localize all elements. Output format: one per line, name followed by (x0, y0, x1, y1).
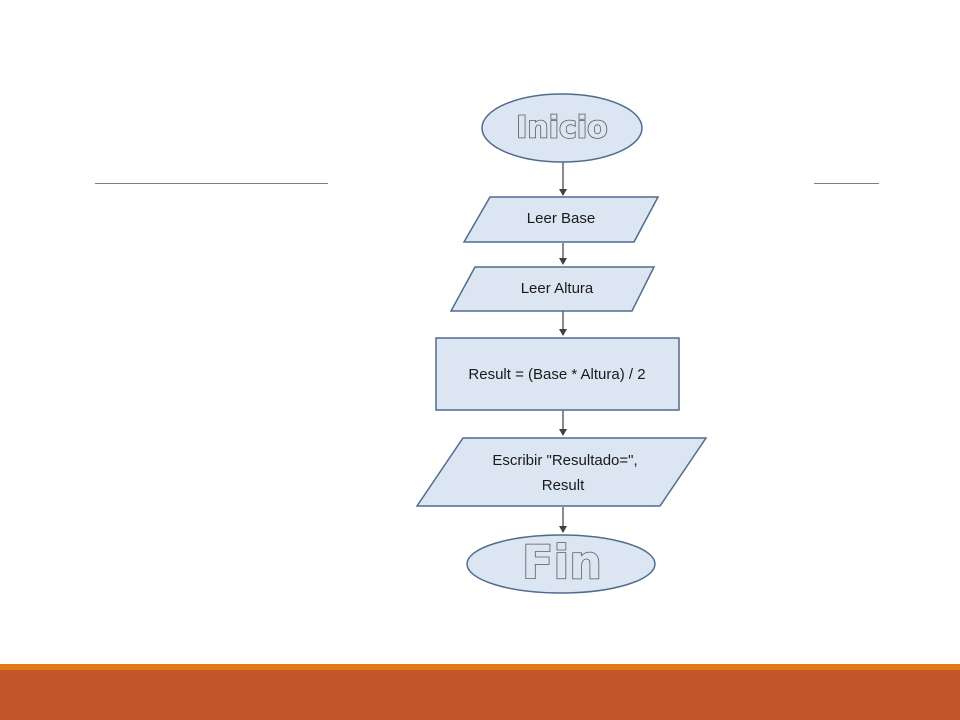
footer-accent-stripe (0, 664, 960, 670)
output-label-line1: Escribir "Resultado=", (492, 452, 637, 469)
process-node: Result = (Base * Altura) / 2 (435, 337, 680, 411)
output-node: Escribir "Resultado=", Result (415, 437, 708, 507)
process-rectangle (435, 337, 680, 411)
read-base-label: Leer Base (527, 210, 595, 227)
end-node: Fin (466, 534, 656, 594)
end-label: Fin (522, 536, 602, 590)
start-label: Inicio (516, 111, 607, 146)
read-height-parallelogram (449, 266, 656, 312)
title-underline-left (95, 183, 328, 184)
end-ellipse (466, 534, 656, 594)
read-height-node: Leer Altura (449, 266, 656, 312)
process-label: Result = (Base * Altura) / 2 (468, 366, 645, 383)
output-label-line2: Result (542, 477, 585, 494)
title-underline-right (814, 183, 879, 184)
output-parallelogram (415, 437, 708, 507)
read-base-node: Leer Base (462, 196, 660, 243)
footer-bar (0, 664, 960, 720)
read-height-label: Leer Altura (521, 280, 594, 297)
start-ellipse (481, 93, 643, 163)
read-base-parallelogram (462, 196, 660, 243)
start-node: Inicio (481, 93, 643, 163)
